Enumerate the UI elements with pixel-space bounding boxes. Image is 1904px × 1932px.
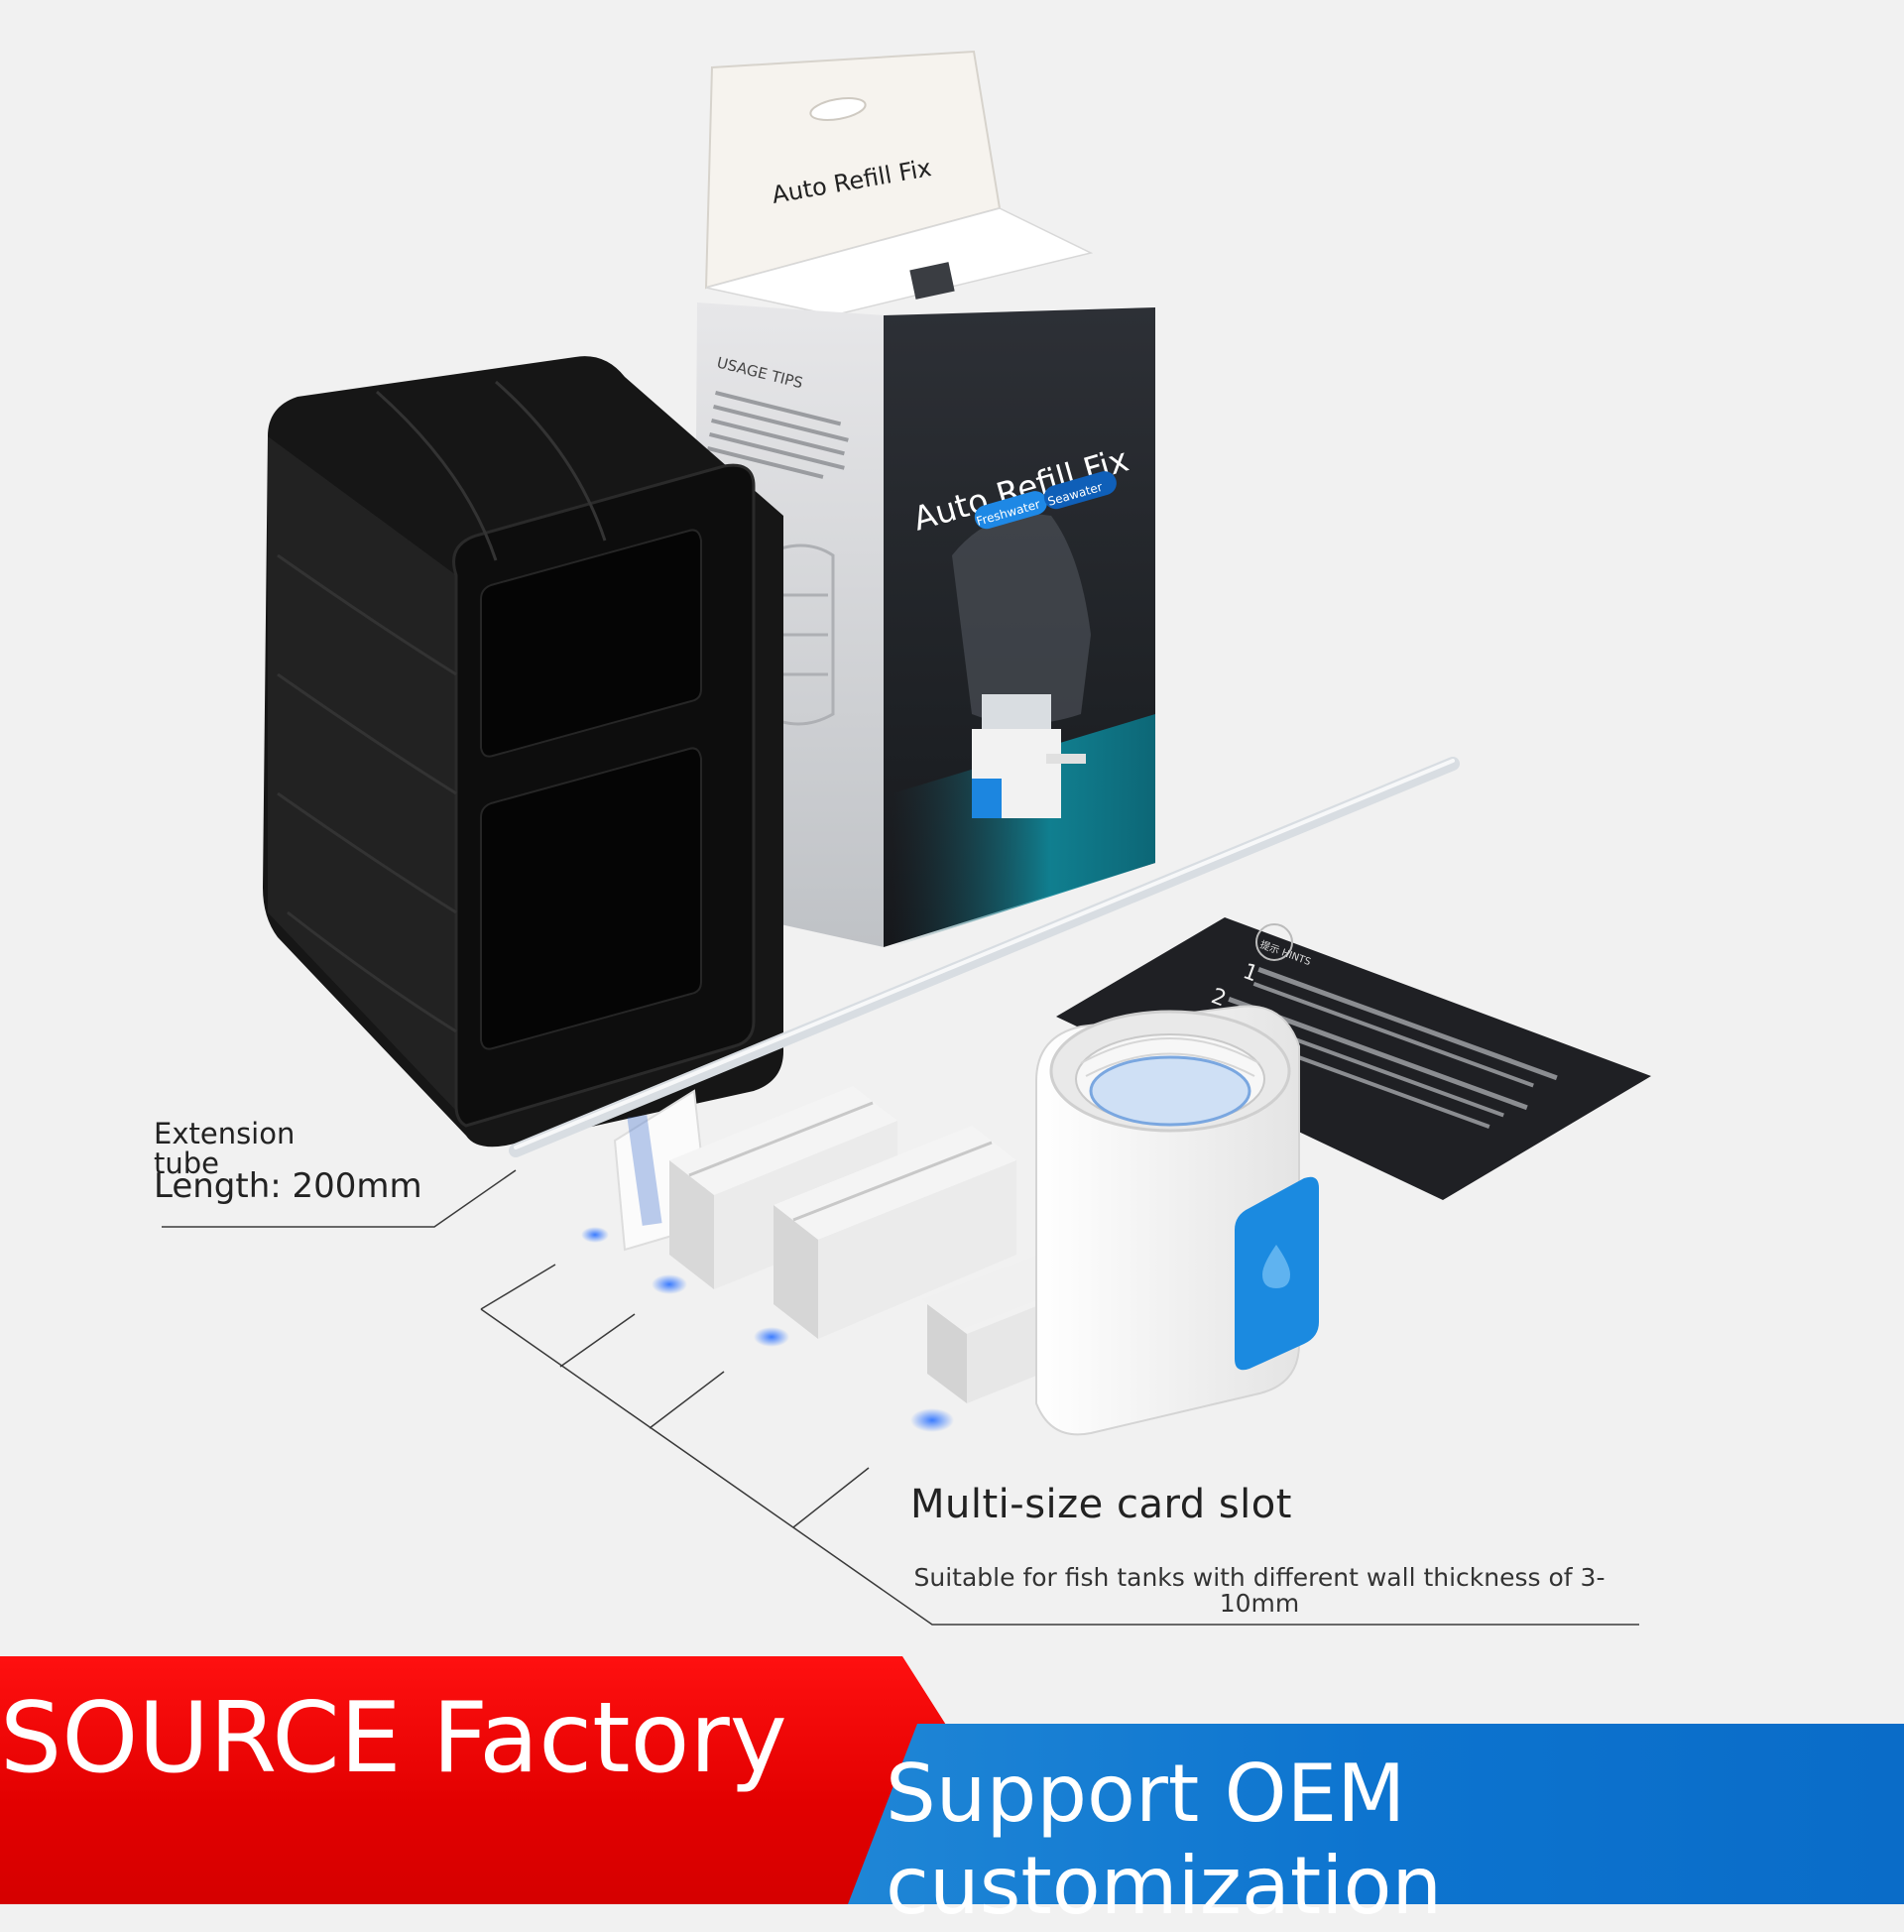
- extension-tube: [509, 757, 1460, 1157]
- source-factory-banner: [0, 1656, 972, 1904]
- leader-lines: [162, 1169, 1639, 1626]
- oem-banner: [848, 1724, 1904, 1904]
- source-factory-text: SOURCE Factory: [0, 1682, 787, 1795]
- black-silicone-tray: [263, 356, 783, 1147]
- card-slot-description: Suitable for fish tanks with different w…: [913, 1563, 1606, 1618]
- oem-customization-text: Support OEM customization: [886, 1748, 1443, 1932]
- card-slot-title: Multi-size card slot: [910, 1482, 1292, 1527]
- bottle-illustration: [952, 514, 1091, 818]
- extension-tube-label: Extension tube: [154, 1117, 296, 1180]
- brand-logo: [909, 262, 955, 300]
- blue-markers: [581, 1227, 954, 1432]
- instruction-card: 提示 HINTS 1 2: [1056, 917, 1651, 1200]
- length-label: Length: 200mm: [154, 1166, 422, 1206]
- bottle-holder: [1035, 1005, 1319, 1436]
